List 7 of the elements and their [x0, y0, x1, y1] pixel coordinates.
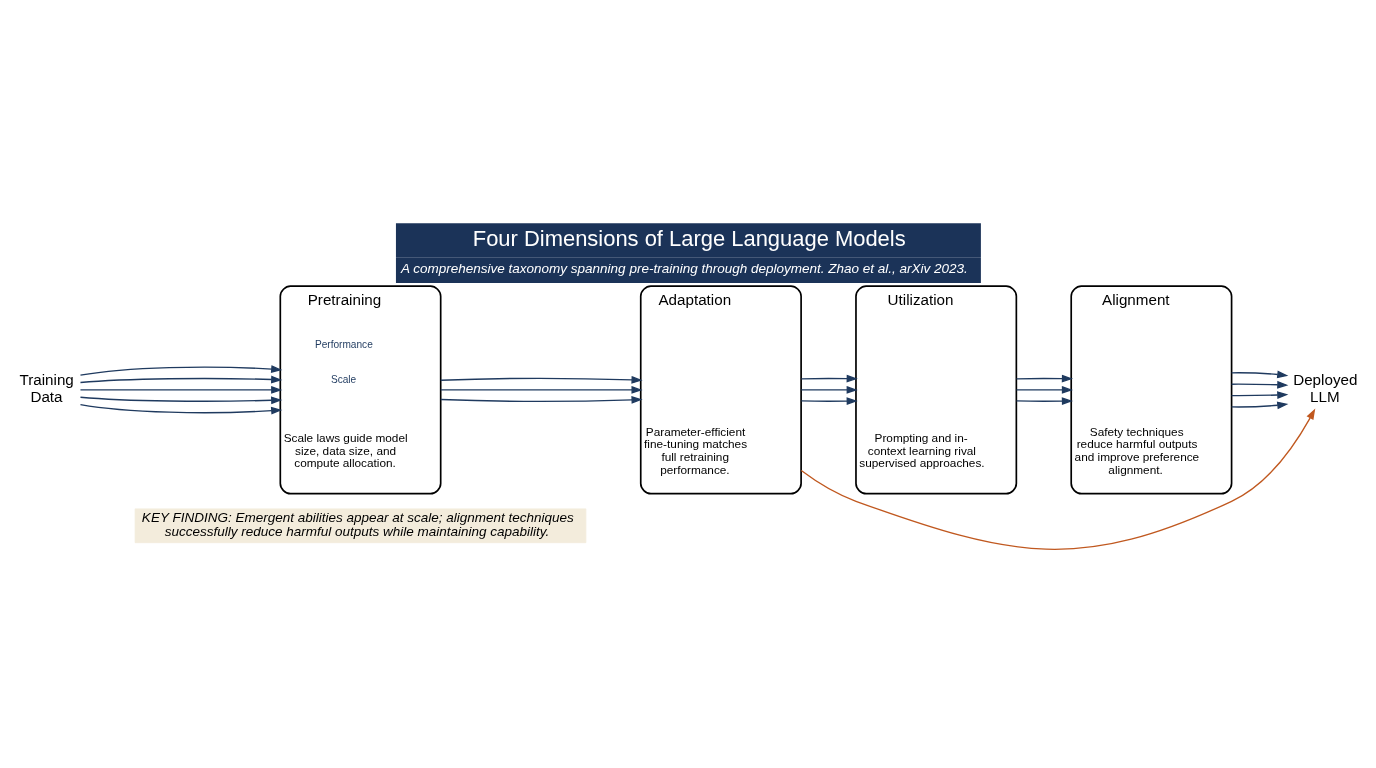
label: Performance — [314, 338, 373, 350]
node-text: Deployed LLM — [1293, 370, 1358, 405]
caption: A comprehensive taxonomy spanning pre-training through deployment. Zhao et al., arXiv 2023. — [401, 260, 968, 276]
label: KEY FINDING: Emergent abilities appear at scale; alignment techniques successfully reduce harmful outputs while maintaining capability. — [141, 509, 574, 539]
diagram-title: Four Dimensions of Large Language Models — [472, 225, 906, 251]
label: Scale — [330, 373, 357, 385]
node-text: Training Data — [19, 370, 74, 405]
